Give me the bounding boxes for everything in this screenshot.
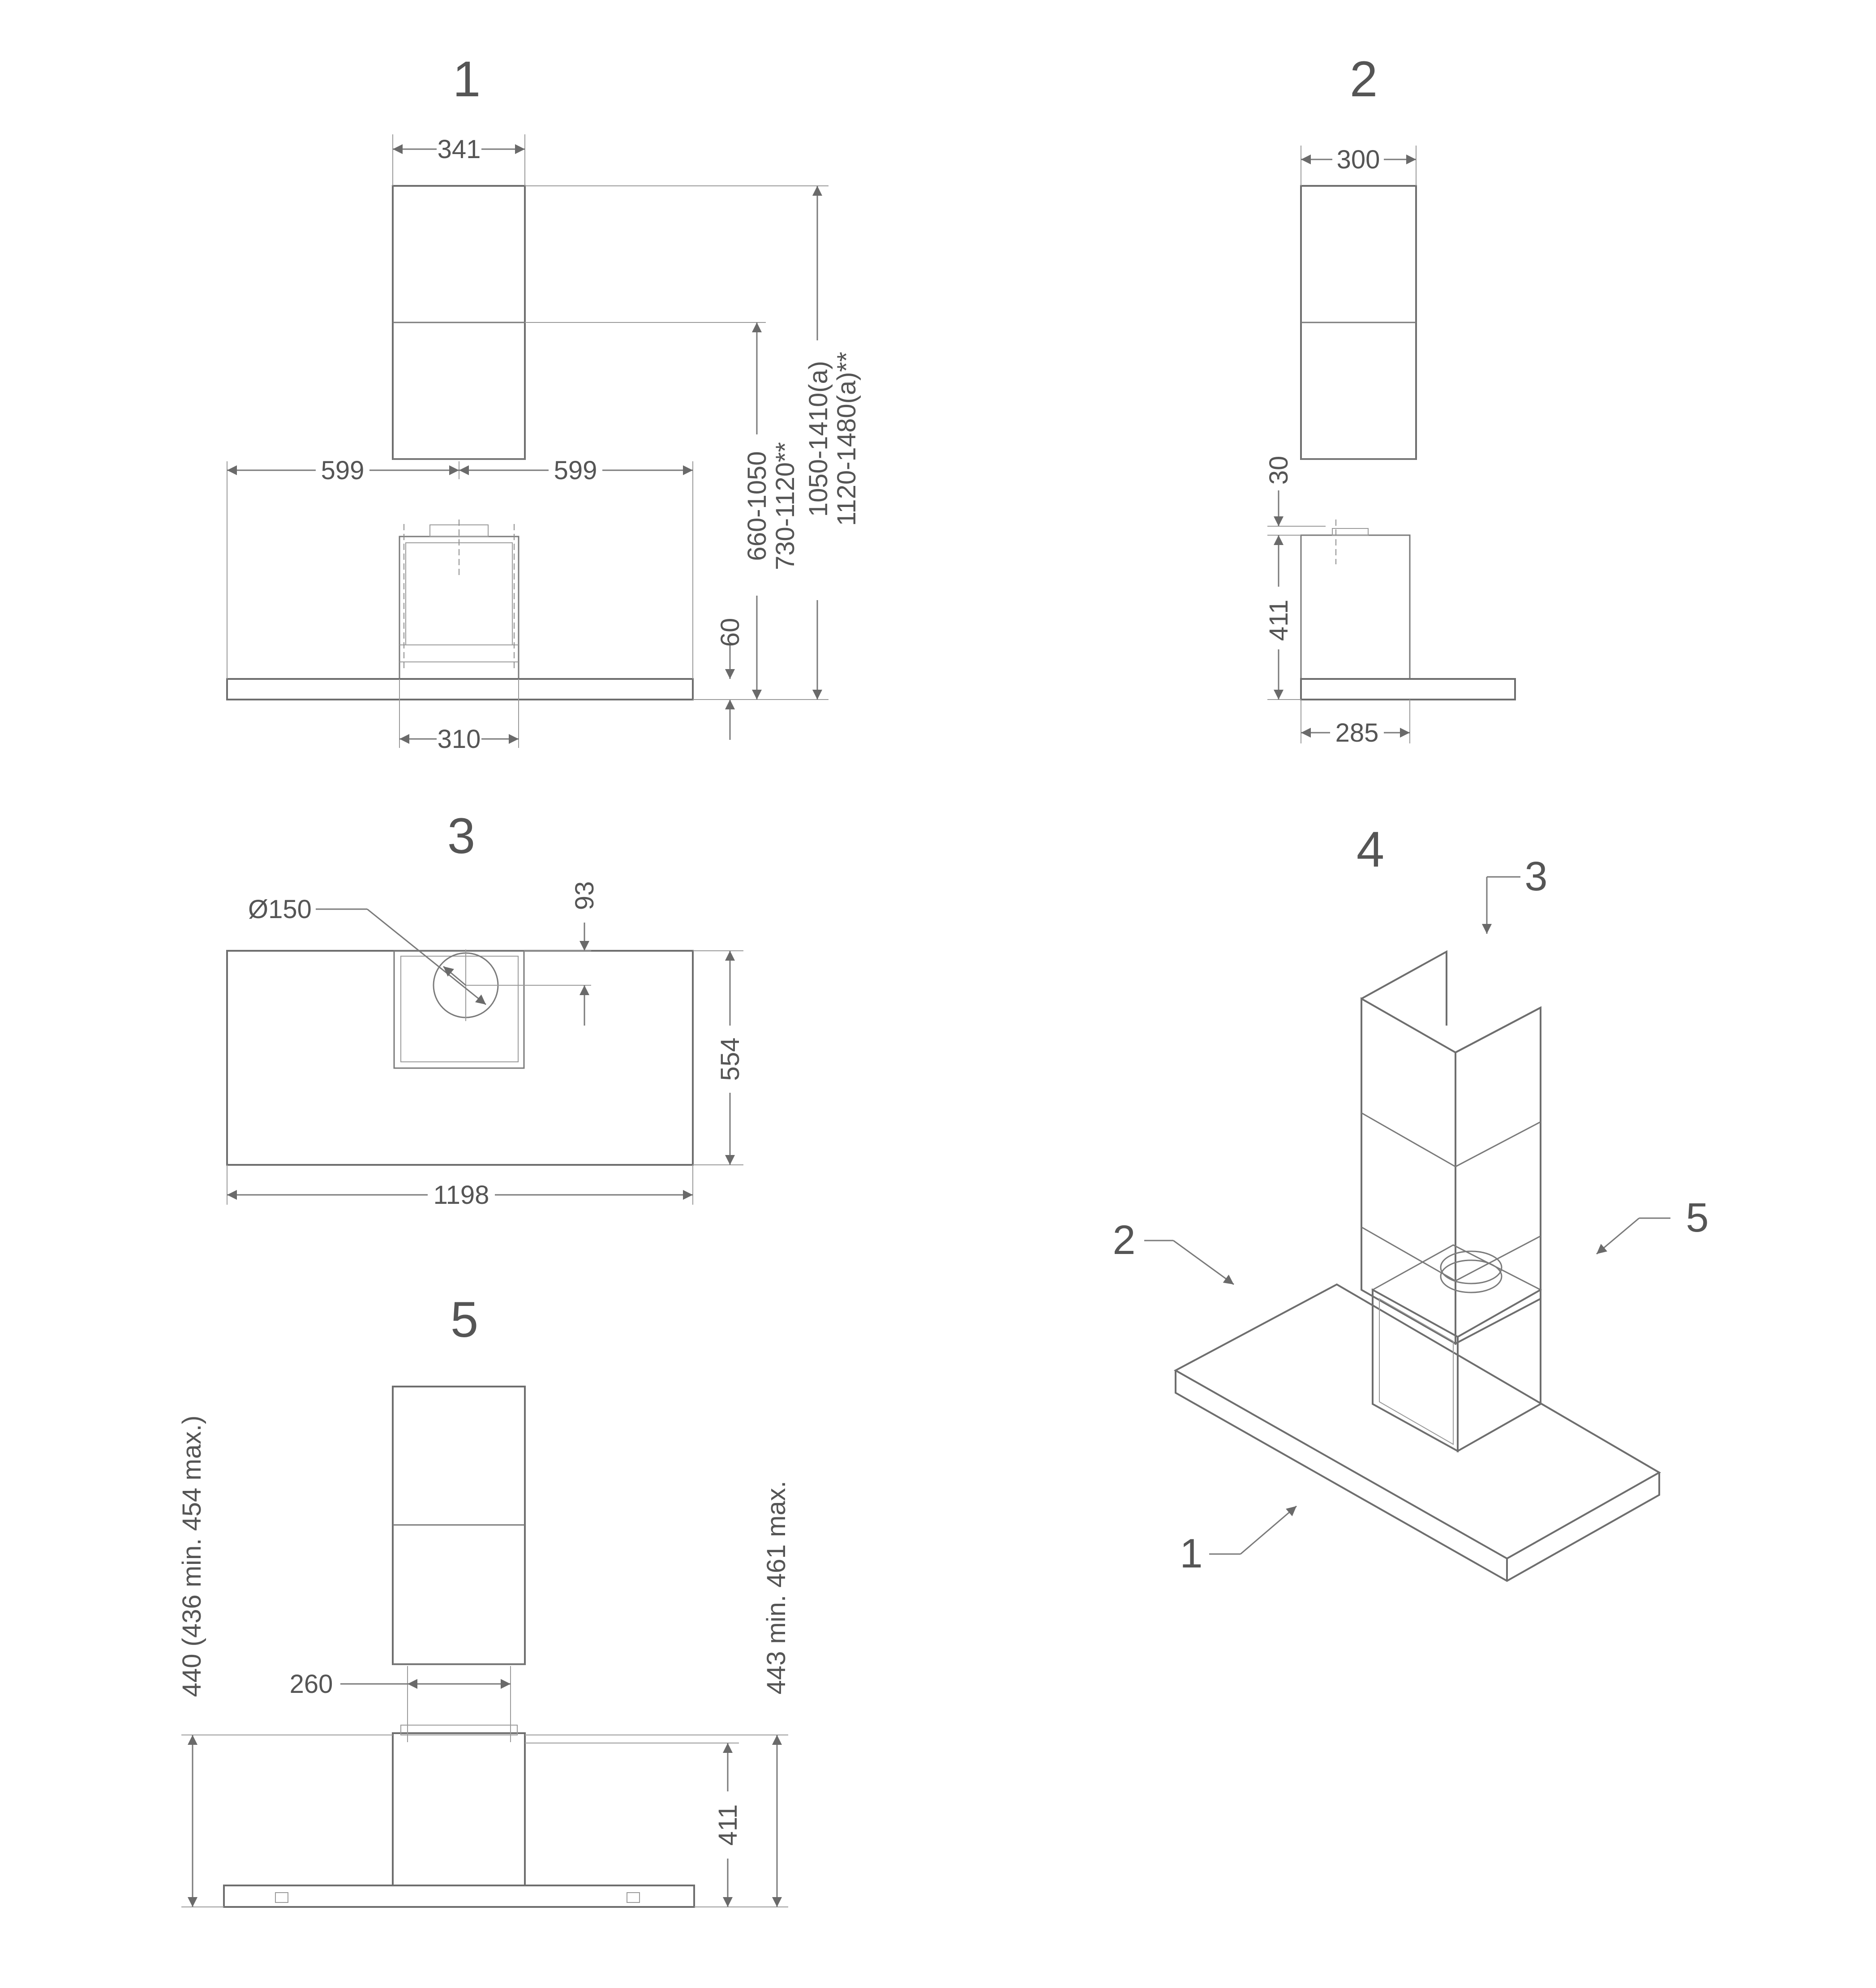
view-2-side: 2 300 30 411 [1264,51,1516,747]
v5-dim-height-right-text: 443 min. 461 max. [762,1481,791,1694]
v4-chimney [1361,950,1541,1345]
view-1-label: 1 [453,51,481,107]
v1-dim-hood-height: 60 [693,618,745,740]
v1-hood-plate [226,678,694,700]
view-3-label: 3 [447,808,475,864]
v3-dim-depth: 554 [693,950,745,1165]
v5-dim-width-text: 260 [290,1670,333,1699]
v5-hood-clip-right [627,1892,640,1903]
v4-motor-box [1371,1244,1542,1453]
v1-dim-chimney-c-text: 1050-1410(a) [804,361,833,517]
v1-dim-top-width: 341 [392,134,525,186]
v1-dim-bottom-width-text: 310 [438,725,481,754]
v1-dim-chimney-ranges: 660-1050 730-1120** 1050-1410(a) 1120-14… [525,185,861,700]
v3-dim-width: 1198 [227,1165,693,1210]
v5-dim-height-left-text: 440 (436 min. 454 max.) [177,1416,206,1697]
v4-callout-5: 5 [1596,1195,1709,1255]
v1-chimney [392,185,526,460]
v2-dim-body-height-text: 411 [1264,600,1293,641]
v4-callout-3: 3 [1482,854,1548,934]
view-2-label: 2 [1350,51,1378,107]
v3-dim-diameter: Ø150 [248,895,486,1005]
v4-callout-2: 2 [1112,1217,1234,1285]
view-4-isometric: 4 1 [1112,821,1709,1582]
v1-dim-left-width-text: 599 [321,456,365,485]
v3-motor-plate [393,949,591,1069]
v5-chimney [392,1386,526,1665]
v2-dim-top-width: 300 [1301,145,1417,186]
view-5-rear: 5 260 440 (43 [177,1292,791,1908]
v1-dim-hood-height-text: 60 [716,618,745,647]
v1-dim-chimney-b-text: 730-1120** [771,442,800,570]
v3-dim-depth-text: 554 [716,1038,745,1081]
v2-dim-bottom-width-text: 285 [1335,718,1379,747]
v1-dim-right-width-text: 599 [554,456,597,485]
v4-hood-plate [1173,1283,1661,1582]
v5-dim-height-right: 411 443 min. 461 max. [525,1481,791,1907]
v5-motor-housing [392,1722,526,1886]
view-5-label: 5 [451,1292,478,1348]
v1-dim-hood-halves: 599 599 [227,456,693,679]
v3-dim-offset: 93 [524,881,599,1026]
v3-dim-offset-text: 93 [570,881,599,910]
v2-dim-vertical: 30 411 [1264,456,1326,700]
v2-hood-plate [1300,678,1516,700]
v1-dim-chimney-d-text: 1120-1480(a)** [832,352,861,526]
v2-chimney [1300,185,1417,460]
v1-dim-top-width-text: 341 [438,135,481,164]
v3-dim-width-text: 1198 [434,1181,489,1210]
v5-hood-clip-left [275,1892,288,1903]
v1-dim-bottom-width: 310 [399,679,519,754]
v2-dim-bottom-width: 285 [1301,700,1410,747]
v1-dim-chimney-a-text: 660-1050 [743,451,772,561]
v4-callout-3-text: 3 [1524,854,1547,899]
v5-hood-plate [223,1885,695,1908]
view-1-front: 1 341 [226,51,861,754]
v5-dim-height-left: 440 (436 min. 454 max.) [177,1416,393,1907]
v4-duct-collar [1440,1259,1503,1293]
view-4-label: 4 [1357,821,1384,877]
v2-motor-housing [1300,520,1411,680]
v4-callout-2-text: 2 [1112,1217,1135,1263]
v1-motor-housing [399,520,519,680]
v5-dim-width: 260 [290,1666,511,1733]
view-3-top: 3 Ø150 93 554 [226,808,745,1210]
v3-dim-diameter-text: Ø150 [248,895,312,924]
v2-dim-gap-text: 30 [1264,456,1293,485]
v4-callout-5-text: 5 [1686,1195,1709,1241]
v5-dim-body-height-text: 411 [713,1804,743,1846]
v4-callout-1: 1 [1180,1505,1297,1576]
v4-callout-1-text: 1 [1180,1531,1202,1576]
v2-dim-top-width-text: 300 [1337,145,1380,174]
